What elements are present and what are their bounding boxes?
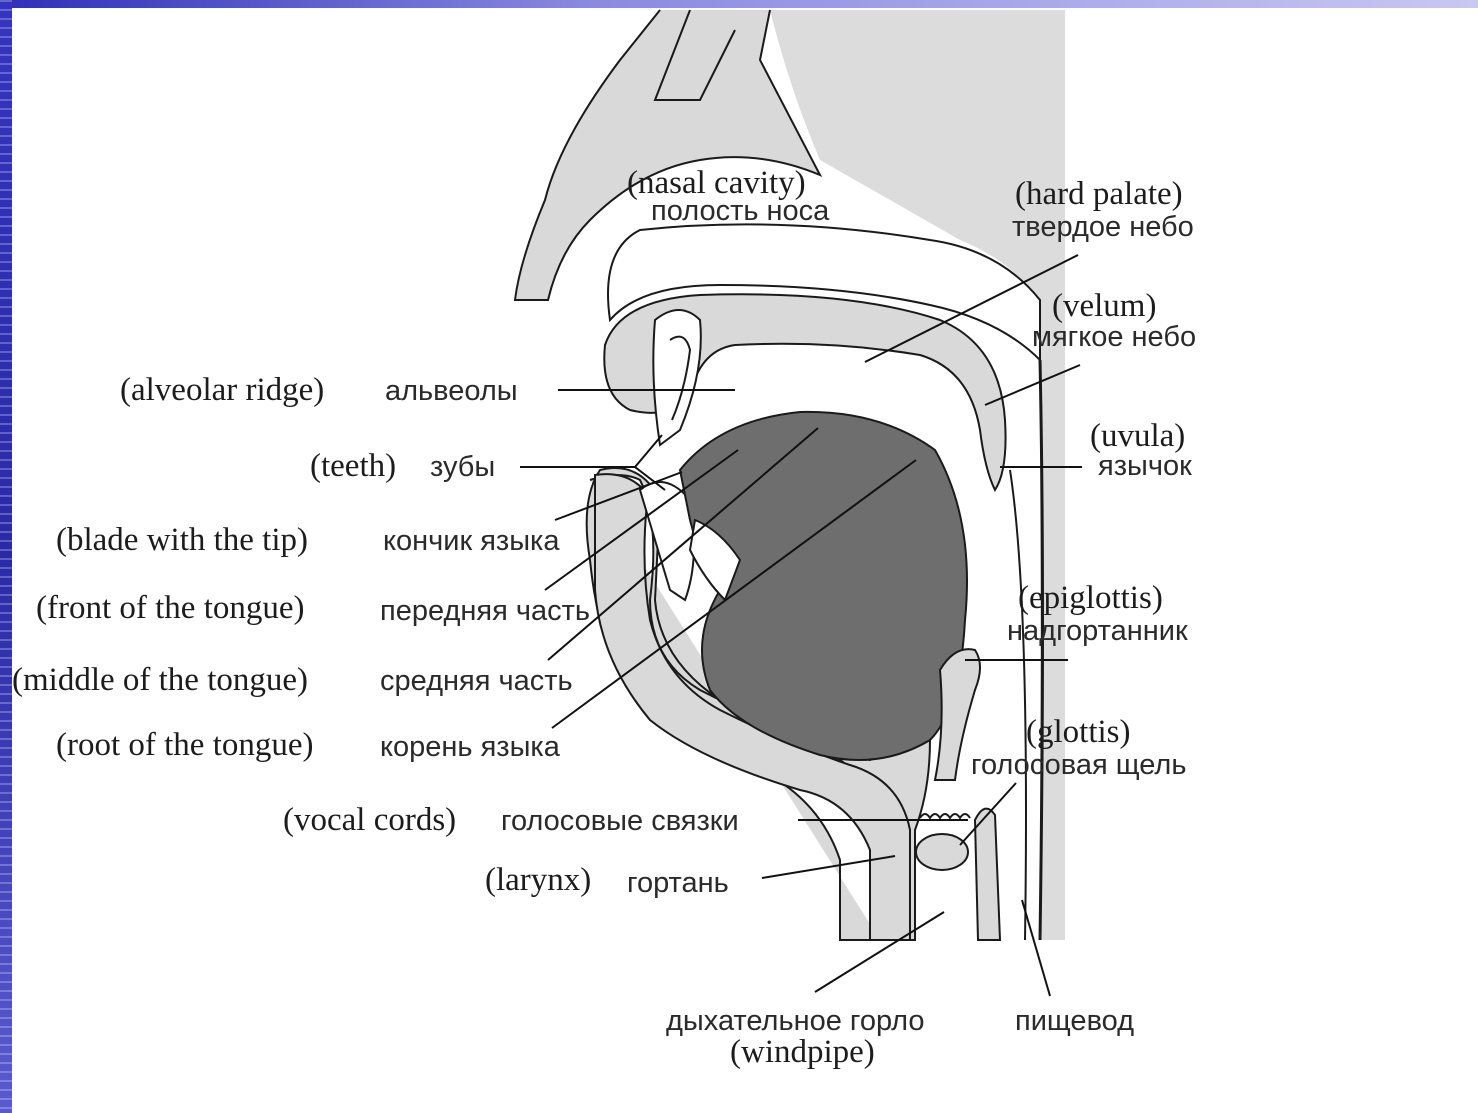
label-glottis-en: (glottis) <box>1026 714 1131 750</box>
label-middle-en: (middle of the tongue) <box>12 662 308 698</box>
label-teeth-ru: зубы <box>430 451 495 483</box>
label-epiglottis-en: (epiglottis) <box>1018 580 1163 616</box>
label-alveolar-en: (alveolar ridge) <box>120 372 324 408</box>
label-front-en: (front of the tongue) <box>36 590 305 626</box>
esophagus-tube <box>975 809 1000 940</box>
label-teeth-en: (teeth) <box>310 448 396 484</box>
label-windpipe-en: (windpipe) <box>730 1034 875 1070</box>
label-windpipe-ru: дыхательное горло <box>666 1005 925 1037</box>
leader-teeth <box>520 435 662 467</box>
label-root-en: (root of the tongue) <box>56 727 314 763</box>
label-root-ru: корень языка <box>380 731 561 763</box>
label-blade-ru: кончик языка <box>383 525 560 557</box>
label-hard-palate-en: (hard palate) <box>1015 176 1183 212</box>
label-front-ru: передняя часть <box>380 595 590 627</box>
label-uvula-en: (uvula) <box>1090 418 1185 454</box>
label-larynx-en: (larynx) <box>485 862 591 898</box>
glottis-ellipse <box>916 834 968 870</box>
label-alveolar-ru: альвеолы <box>385 375 518 407</box>
label-vocal-cords-en: (vocal cords) <box>283 802 456 838</box>
label-glottis-ru: голосовая щель <box>971 749 1186 781</box>
upper-tooth <box>653 310 701 445</box>
label-uvula-ru: язычок <box>1098 450 1192 482</box>
label-larynx-ru: гортань <box>627 867 729 899</box>
label-velum-ru: мягкое небо <box>1032 321 1196 353</box>
pharynx-front-wall <box>1010 470 1026 940</box>
label-blade-en: (blade with the tip) <box>56 522 308 558</box>
label-velum-en: (velum) <box>1052 288 1156 324</box>
label-hard-palate-ru: твердое небо <box>1012 211 1194 243</box>
label-nasal-cavity-ru: полость носа <box>651 195 830 227</box>
label-vocal-cords-ru: голосовые связки <box>501 805 739 837</box>
vocal-cords-wave <box>920 814 970 818</box>
label-epiglottis-ru: надгортанник <box>1007 615 1188 647</box>
label-middle-ru: средняя часть <box>380 665 573 697</box>
label-esophagus-ru: пищевод <box>1015 1005 1134 1037</box>
